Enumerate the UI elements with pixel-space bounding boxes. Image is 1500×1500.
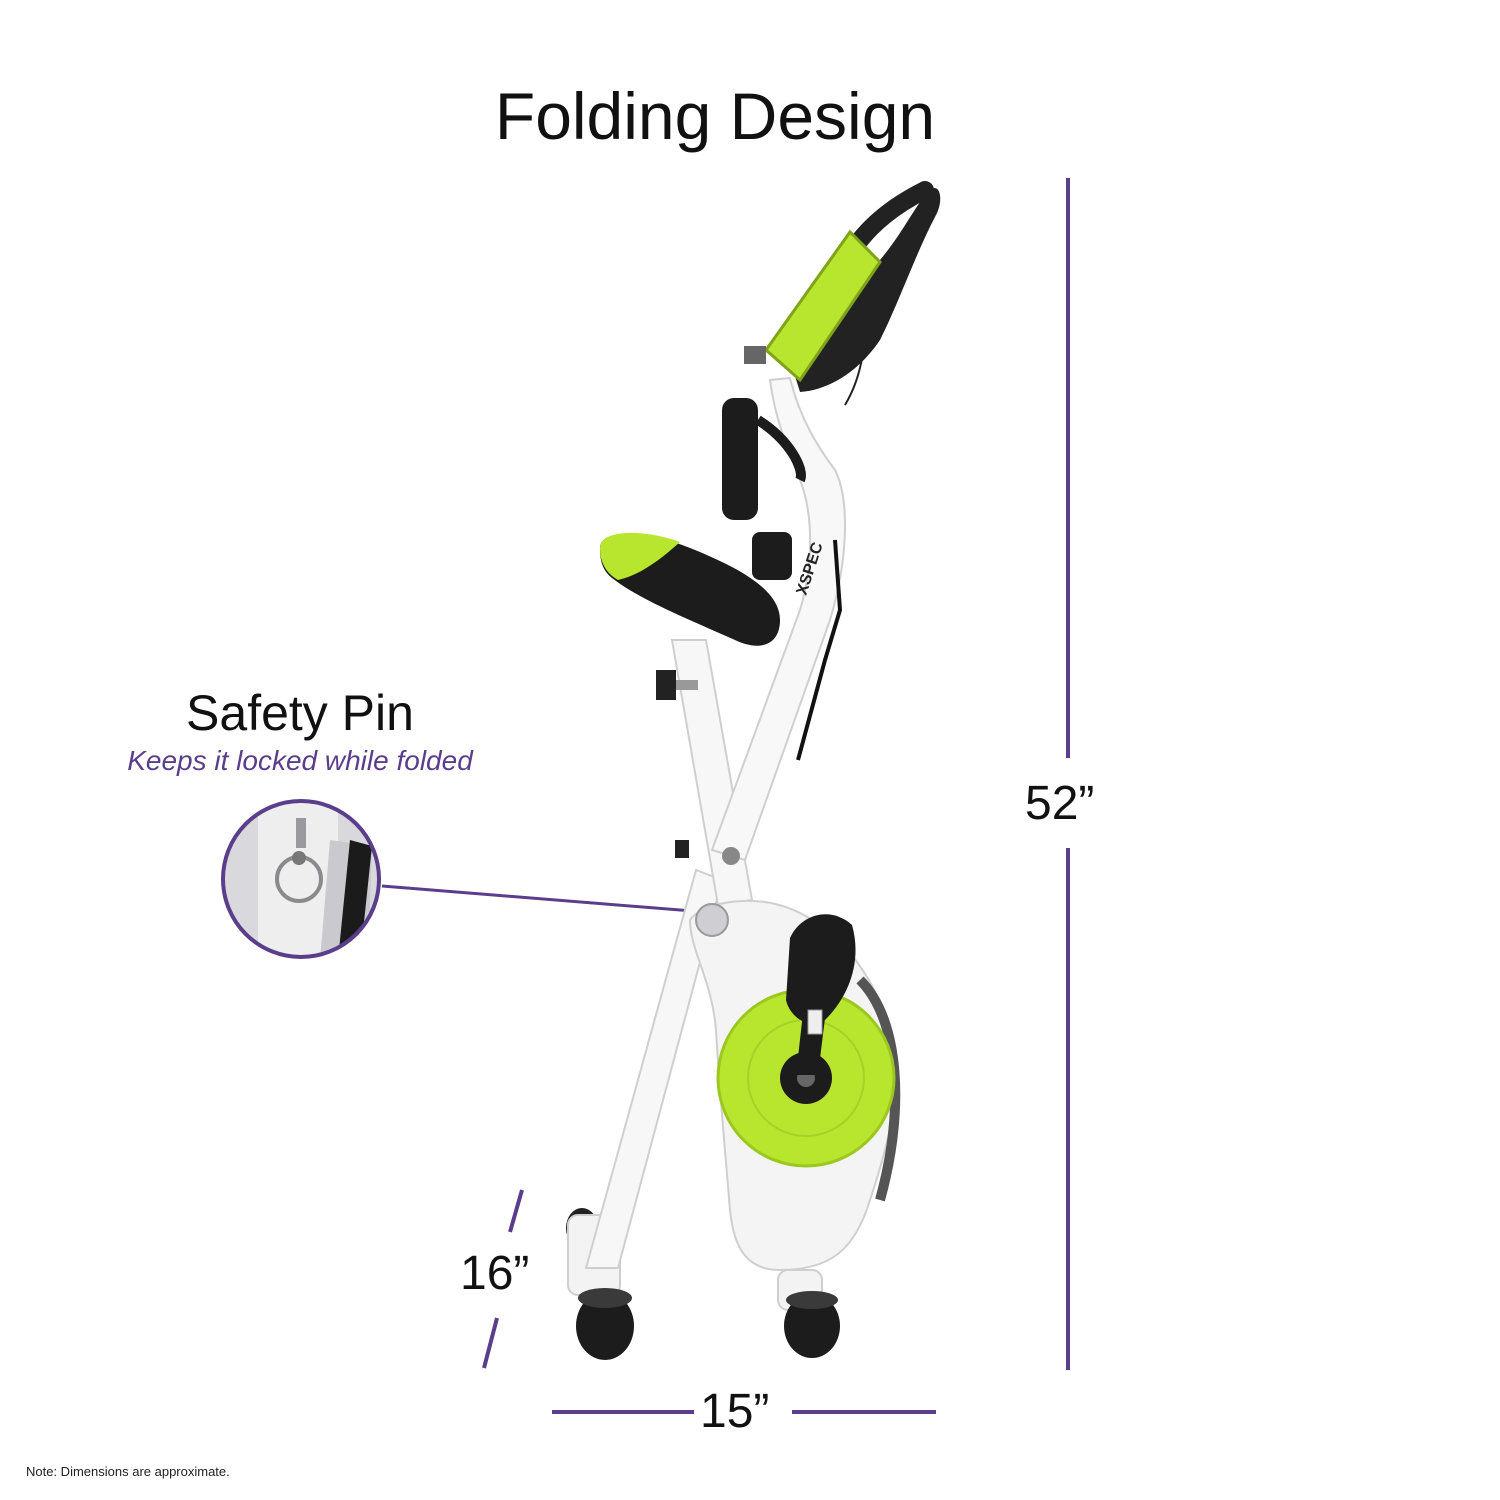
resistance-band-handle bbox=[722, 398, 758, 520]
page-title: Folding Design bbox=[494, 79, 936, 153]
depth-line-bottom bbox=[482, 1317, 499, 1369]
console-screen bbox=[763, 229, 882, 383]
dimension-lines bbox=[482, 178, 1070, 1414]
resistance-knob bbox=[752, 532, 792, 580]
callout-subtitle: Keeps it locked while folded bbox=[127, 745, 473, 776]
depth-dimension-label: 16” bbox=[460, 1247, 530, 1300]
height-dimension-label: 52” bbox=[1025, 777, 1095, 830]
foot-left bbox=[576, 1292, 634, 1360]
safety-pin-zoom bbox=[221, 799, 381, 959]
pedal bbox=[786, 914, 856, 1024]
safety-pin-knob bbox=[695, 903, 729, 937]
depth-line-top bbox=[508, 1189, 524, 1233]
footnote: Note: Dimensions are approximate. bbox=[26, 1464, 230, 1479]
bike: XSPEC bbox=[566, 181, 941, 1360]
width-dimension-label: 15” bbox=[700, 1385, 770, 1438]
callout-title: Safety Pin bbox=[186, 685, 414, 741]
foot-right bbox=[784, 1294, 840, 1358]
callout-connector bbox=[381, 884, 706, 914]
